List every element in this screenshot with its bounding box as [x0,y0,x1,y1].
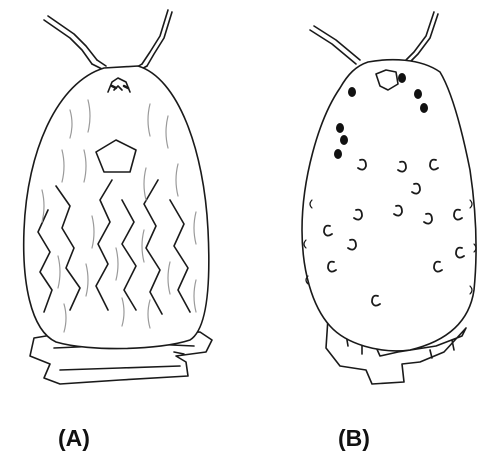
specimen-b-body [302,60,476,351]
specimen-a-body [24,66,209,349]
specimen-b-antennae [310,12,438,64]
specimen-a [24,10,212,384]
panel-label-a: (A) [58,425,90,452]
panel-label-b: (B) [338,425,370,452]
specimen-a-antennae [44,10,172,72]
specimen-b [302,12,476,384]
